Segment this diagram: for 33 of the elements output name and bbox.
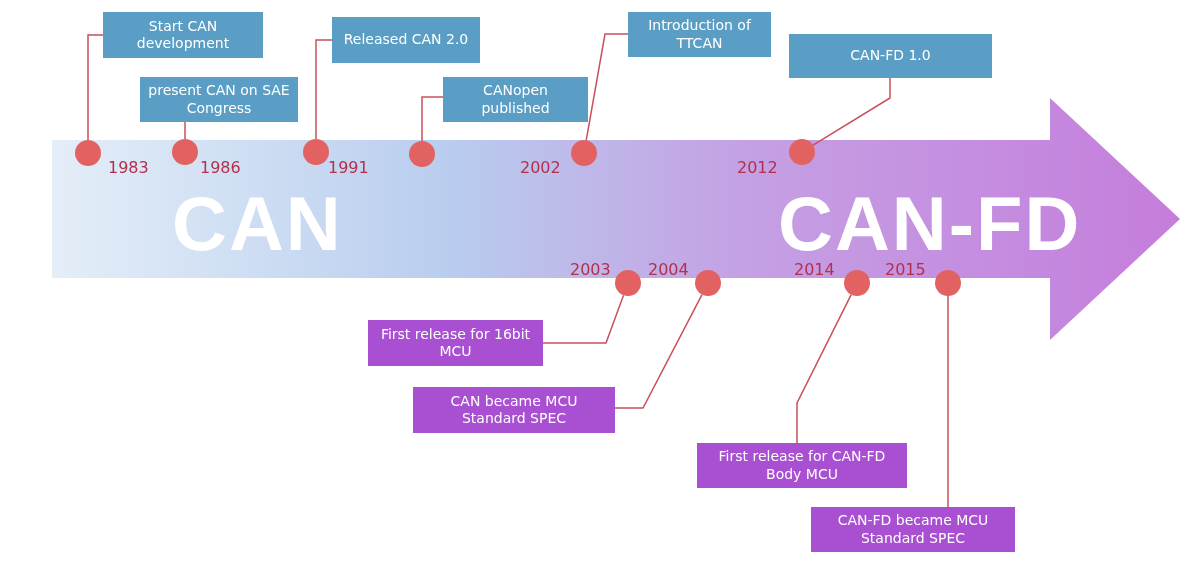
event-box: First release for CAN-FD Body MCU	[697, 443, 907, 488]
event-box: First release for 16bit MCU	[368, 320, 543, 366]
event-box: CAN-FD 1.0	[789, 34, 992, 78]
event-box: Introduction of TTCAN	[628, 12, 771, 57]
milestone-dot	[844, 270, 870, 296]
leader-line	[796, 293, 852, 444]
leader-line	[585, 33, 629, 141]
event-box: CANopen published	[443, 77, 588, 122]
event-box: CAN-FD became MCU Standard SPEC	[811, 507, 1015, 552]
event-box: Released CAN 2.0	[332, 17, 480, 63]
leader-line	[947, 295, 949, 508]
year-label: 2003	[570, 260, 611, 279]
leader-line	[87, 34, 104, 141]
event-box: CAN became MCU Standard SPEC	[413, 387, 615, 433]
year-label: 1983	[108, 158, 149, 177]
event-box: Start CAN development	[103, 12, 263, 58]
leader-line	[542, 294, 625, 344]
leader-line	[614, 293, 703, 409]
year-label: 2004	[648, 260, 689, 279]
year-label: 2002	[520, 158, 561, 177]
leader-line	[421, 96, 444, 142]
event-box: present CAN on SAE Congress	[140, 77, 298, 122]
year-label: 2012	[737, 158, 778, 177]
era-label: CAN	[172, 180, 343, 267]
milestone-dot	[935, 270, 961, 296]
year-label: 2015	[885, 260, 926, 279]
leader-line	[184, 121, 186, 140]
year-label: 1986	[200, 158, 241, 177]
leader-line	[812, 77, 891, 146]
milestone-dot	[695, 270, 721, 296]
leader-line	[315, 39, 333, 140]
year-label: 1991	[328, 158, 369, 177]
milestone-dot	[615, 270, 641, 296]
